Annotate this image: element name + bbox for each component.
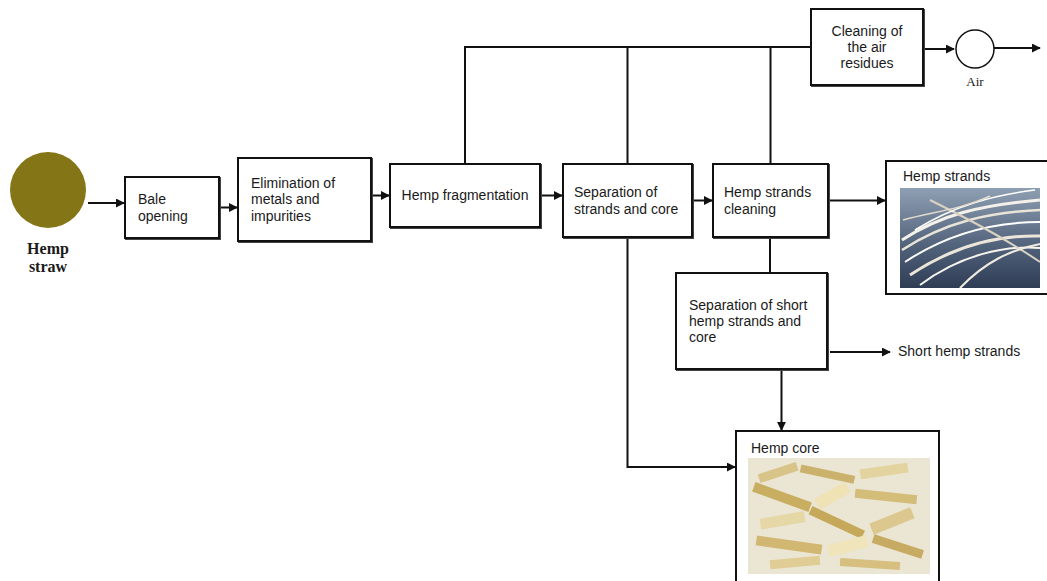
- process-box: Bale opening: [124, 176, 220, 239]
- flow-connector: [628, 47, 811, 163]
- process-box: Separation of strands and core: [562, 163, 693, 238]
- circle-label: Hemp straw: [22, 240, 74, 276]
- box-text: Separation of short hemp strands and cor…: [689, 297, 814, 345]
- core-photo: [748, 458, 930, 574]
- flow-connector: [541, 195, 562, 197]
- process-box: Hemp fragmentation: [389, 163, 541, 228]
- box-text: Cleaning of the air residues: [820, 23, 914, 71]
- flow-connector: [693, 200, 712, 202]
- flow-connector: [769, 238, 771, 272]
- process-box: Hemp strands cleaning: [712, 163, 829, 238]
- box-text: Hemp fragmentation: [401, 187, 529, 203]
- box-text: Separation of strands and core: [574, 184, 681, 216]
- source-circle: Hemp straw: [5, 150, 91, 290]
- circle-shape: [954, 28, 996, 70]
- flow-connector: [924, 48, 954, 50]
- flow-connector: [88, 202, 124, 204]
- box-heading: Hemp strands: [903, 168, 1047, 184]
- flow-connector: [771, 47, 811, 163]
- process-box: Elimination of metals and impurities: [237, 157, 372, 242]
- circle-shape: [8, 150, 88, 230]
- process-box: Separation of short hemp strands and cor…: [675, 272, 828, 370]
- box-text: Elimination of metals and impurities: [251, 175, 343, 223]
- air-outlet-arrow: [994, 47, 1040, 49]
- strands-photo: [900, 188, 1040, 288]
- outlet-circle: Air: [950, 28, 1000, 100]
- process-box: Cleaning of the air residues: [810, 8, 924, 86]
- output-arrow: [830, 351, 890, 353]
- flow-connector: [829, 200, 885, 202]
- box-text: Hemp strands cleaning: [724, 184, 817, 216]
- box-heading: Hemp core: [751, 440, 930, 456]
- circle-outline: [10, 152, 86, 228]
- flow-connector: [465, 47, 810, 163]
- box-text: Bale opening: [138, 191, 206, 223]
- flow-connector: [372, 195, 389, 197]
- output-label: Short hemp strands: [896, 343, 1022, 359]
- flow-connector: [220, 207, 237, 209]
- circle-outline: [956, 30, 994, 68]
- product-box: Hemp strands: [885, 160, 1047, 295]
- circle-label: Air: [966, 74, 983, 90]
- flow-connector: [781, 370, 783, 430]
- product-box: Hemp core: [735, 430, 940, 581]
